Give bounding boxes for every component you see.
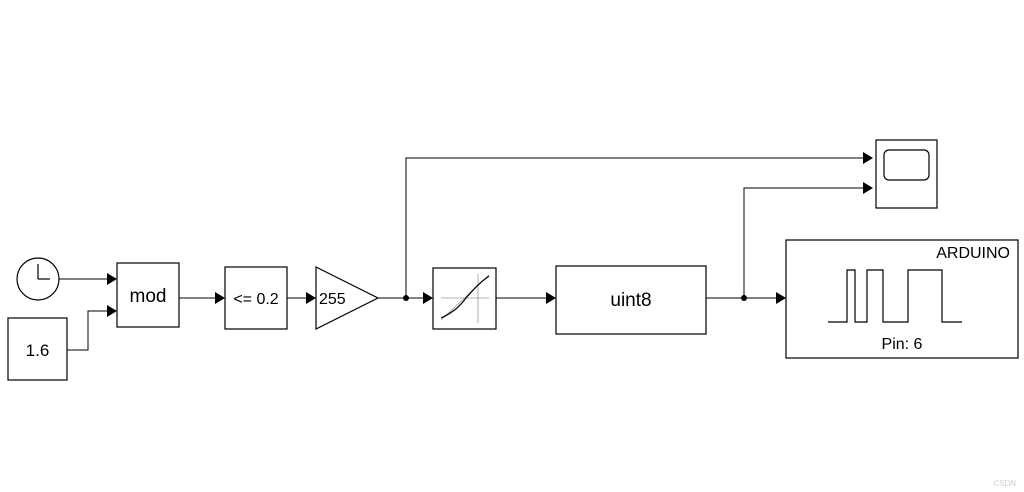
arrowhead-arduino-in: [776, 292, 786, 304]
mod-label: mod: [130, 286, 167, 307]
scope-block[interactable]: [875, 139, 938, 209]
arduino-pin-label: Pin: 6: [882, 336, 923, 353]
mod-block[interactable]: mod: [116, 262, 180, 328]
constant-block[interactable]: 1.6: [7, 317, 68, 381]
signal-lines: [59, 152, 873, 351]
arrowhead-saturation-in: [423, 292, 433, 304]
branch-point-gain: [403, 295, 409, 301]
compare-label: <= 0.2: [233, 291, 278, 308]
pwm-wave-icon: [828, 269, 962, 323]
arduino-title: ARDUINO: [936, 245, 1010, 262]
wire-constant-to-mod[interactable]: [67, 310, 107, 351]
convert-block[interactable]: uint8: [555, 265, 707, 335]
constant-value: 1.6: [26, 341, 50, 360]
saturation-curve-icon: [440, 274, 490, 323]
compare-block[interactable]: <= 0.2: [224, 266, 288, 330]
branch-point-convert: [741, 295, 747, 301]
arrowhead-mod-in2: [107, 305, 117, 317]
arrowhead-gain-in: [306, 292, 316, 304]
saturation-block[interactable]: [432, 267, 497, 330]
arduino-pwm-block[interactable]: ARDUINO Pin: 6: [785, 239, 1019, 359]
arrowhead-scope-in1: [863, 152, 873, 164]
wire-branch-to-scope-in2[interactable]: [743, 187, 863, 298]
convert-label: uint8: [610, 290, 651, 311]
wire-branch-to-scope-in1[interactable]: [405, 157, 863, 298]
arrowhead-convert-in: [546, 292, 556, 304]
clock-icon: [37, 264, 50, 280]
clock-block[interactable]: [16, 257, 60, 301]
arrowhead-scope-in2: [863, 182, 873, 194]
arrowhead-compare-in: [215, 292, 225, 304]
scope-screen-icon: [883, 149, 930, 181]
gain-label: 255: [319, 291, 346, 308]
watermark: CSDN: [993, 479, 1016, 488]
gain-block[interactable]: 255: [315, 266, 380, 330]
arrowhead-mod-in1: [107, 273, 117, 285]
